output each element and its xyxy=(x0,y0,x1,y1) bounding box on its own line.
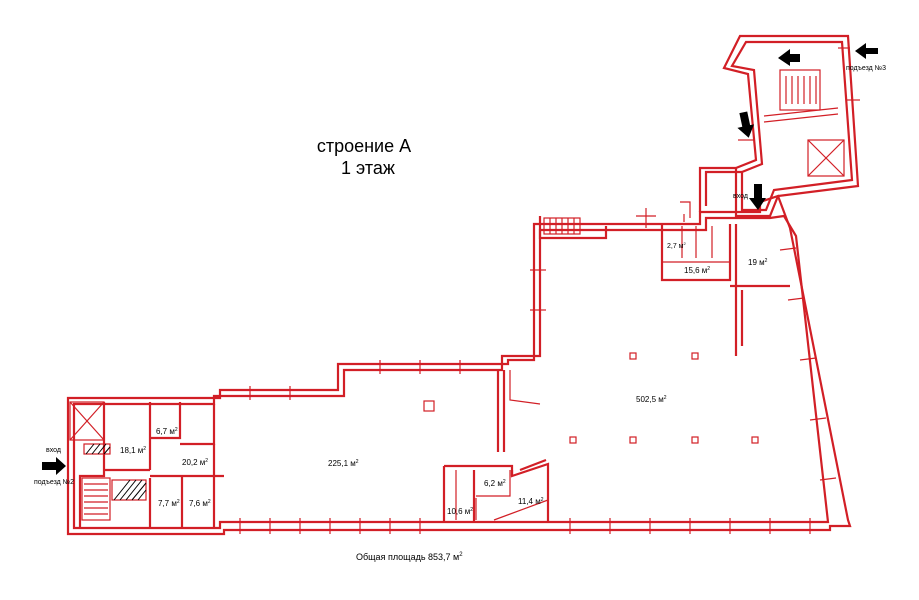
room-label-7-7: 7,7 м2 xyxy=(158,499,180,508)
entrance-left-sub: подъезд №2 xyxy=(34,479,74,486)
plan-title-floor: 1 этаж xyxy=(341,158,395,178)
room-label-18-1: 18,1 м2 xyxy=(120,446,146,455)
room-label-502-5: 502,5 м2 xyxy=(636,395,667,404)
room-label-11-4: 11,4 м2 xyxy=(518,497,544,506)
room-label-7-6: 7,6 м2 xyxy=(189,499,211,508)
room-label-2-7: 2,7 м2 xyxy=(667,241,687,250)
entrance-left-label: вход xyxy=(46,447,61,454)
room-label-20-2: 20,2 м2 xyxy=(182,458,208,467)
room-label-19: 19 м2 xyxy=(748,258,768,267)
room-label-225-1: 225,1 м2 xyxy=(328,459,359,468)
arrow-right-entrance-icon xyxy=(749,184,766,210)
entrance-right-label: вход xyxy=(733,193,748,200)
room-labels: 18,1 м2 6,7 м2 20,2 м2 7,7 м2 7,6 м2 225… xyxy=(120,241,768,516)
outer-walls xyxy=(66,194,852,536)
left-core xyxy=(69,401,224,528)
room-label-6-2: 6,2 м2 xyxy=(484,479,506,488)
arrow-corridor-down-icon xyxy=(737,111,755,138)
room-label-6-7: 6,7 м2 xyxy=(156,427,178,436)
middle-walls xyxy=(442,370,550,522)
total-area-label: Общая площадь 853,7 м2 xyxy=(356,552,463,562)
arrow-tower-left-icon xyxy=(778,49,800,66)
right-walls xyxy=(423,216,790,444)
room-label-10-6: 10,6 м2 xyxy=(447,507,473,516)
entrance-podezd3-label: подъезд №3 xyxy=(846,65,886,72)
room-label-15-6: 15,6 м2 xyxy=(684,266,710,275)
arrow-left-entrance-icon xyxy=(42,457,66,475)
tower-walls xyxy=(680,34,860,222)
plan-title-building: строение А xyxy=(317,136,411,156)
arrow-podezd3-icon xyxy=(855,43,878,59)
window-marks xyxy=(239,47,860,534)
